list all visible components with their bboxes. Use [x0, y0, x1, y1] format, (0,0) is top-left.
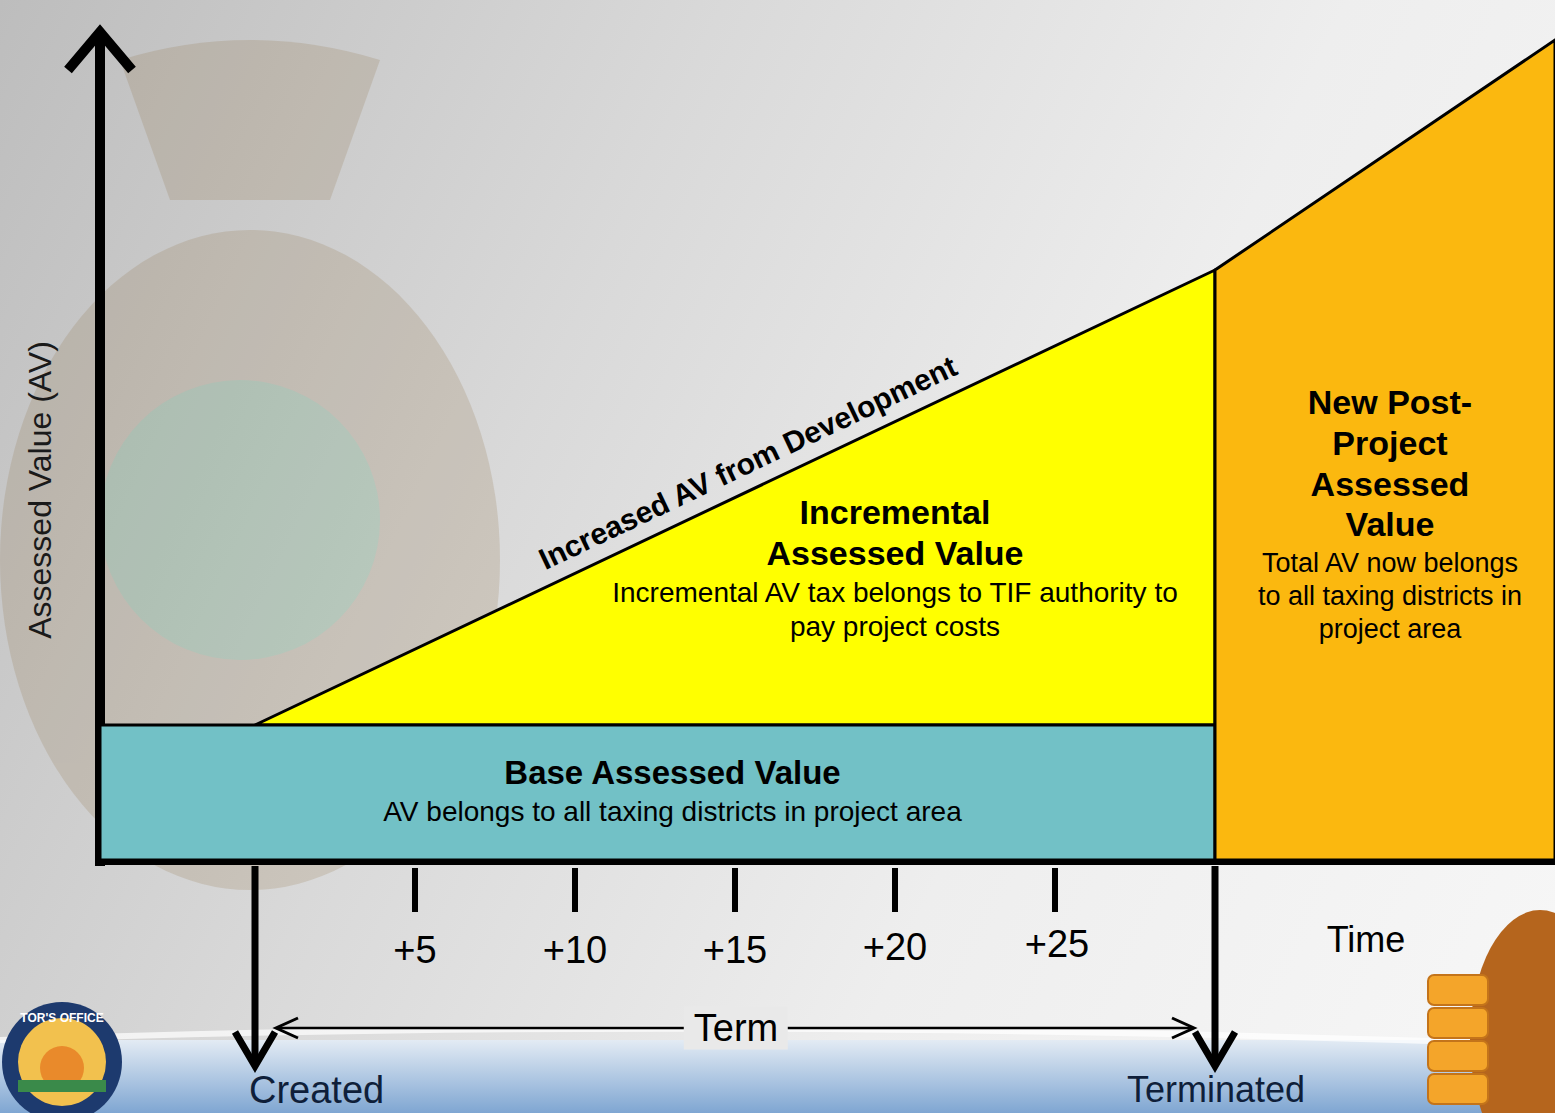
seal-text: TOR'S OFFICE [20, 1011, 103, 1025]
region-description: Incremental AV tax belongs to TIF author… [590, 576, 1200, 644]
axes [68, 32, 1555, 1066]
axis-title: Assessed Value (AV) [22, 341, 59, 639]
tick-label: +10 [543, 929, 607, 972]
bottom-band [0, 1040, 1555, 1113]
tick-label: +20 [863, 926, 927, 969]
text-group: Base Assessed ValueAV belongs to all tax… [300, 753, 1045, 829]
coin-stack [1428, 910, 1555, 1113]
region-heading: New Post-Project Assessed Value [1283, 382, 1498, 545]
region-heading: Base Assessed Value [300, 753, 1045, 793]
base-band: Base Assessed ValueAV belongs to all tax… [100, 725, 1215, 860]
region-shape [100, 725, 1215, 860]
tick-label: +15 [703, 929, 767, 972]
tick-label: +25 [1025, 923, 1089, 966]
incremental-region: Incremental Assessed ValueIncremental AV… [255, 270, 1215, 725]
event-label: Created [249, 1069, 384, 1112]
auditor-seal [2, 1002, 122, 1113]
region-description: Total AV now belongs to all taxing distr… [1248, 547, 1533, 646]
event-label: Terminated [1127, 1069, 1305, 1111]
region-shape [255, 270, 1215, 725]
post-project-region: New Post-Project Assessed ValueTotal AV … [1215, 40, 1555, 860]
region-heading: Incremental Assessed Value [745, 492, 1045, 574]
text-group: New Post-Project Assessed ValueTotal AV … [1235, 382, 1545, 646]
axis-title: Time [1327, 919, 1406, 961]
region-description: AV belongs to all taxing districts in pr… [300, 795, 1045, 829]
term-label: Term [684, 1007, 788, 1050]
tick-label: +5 [393, 929, 436, 972]
